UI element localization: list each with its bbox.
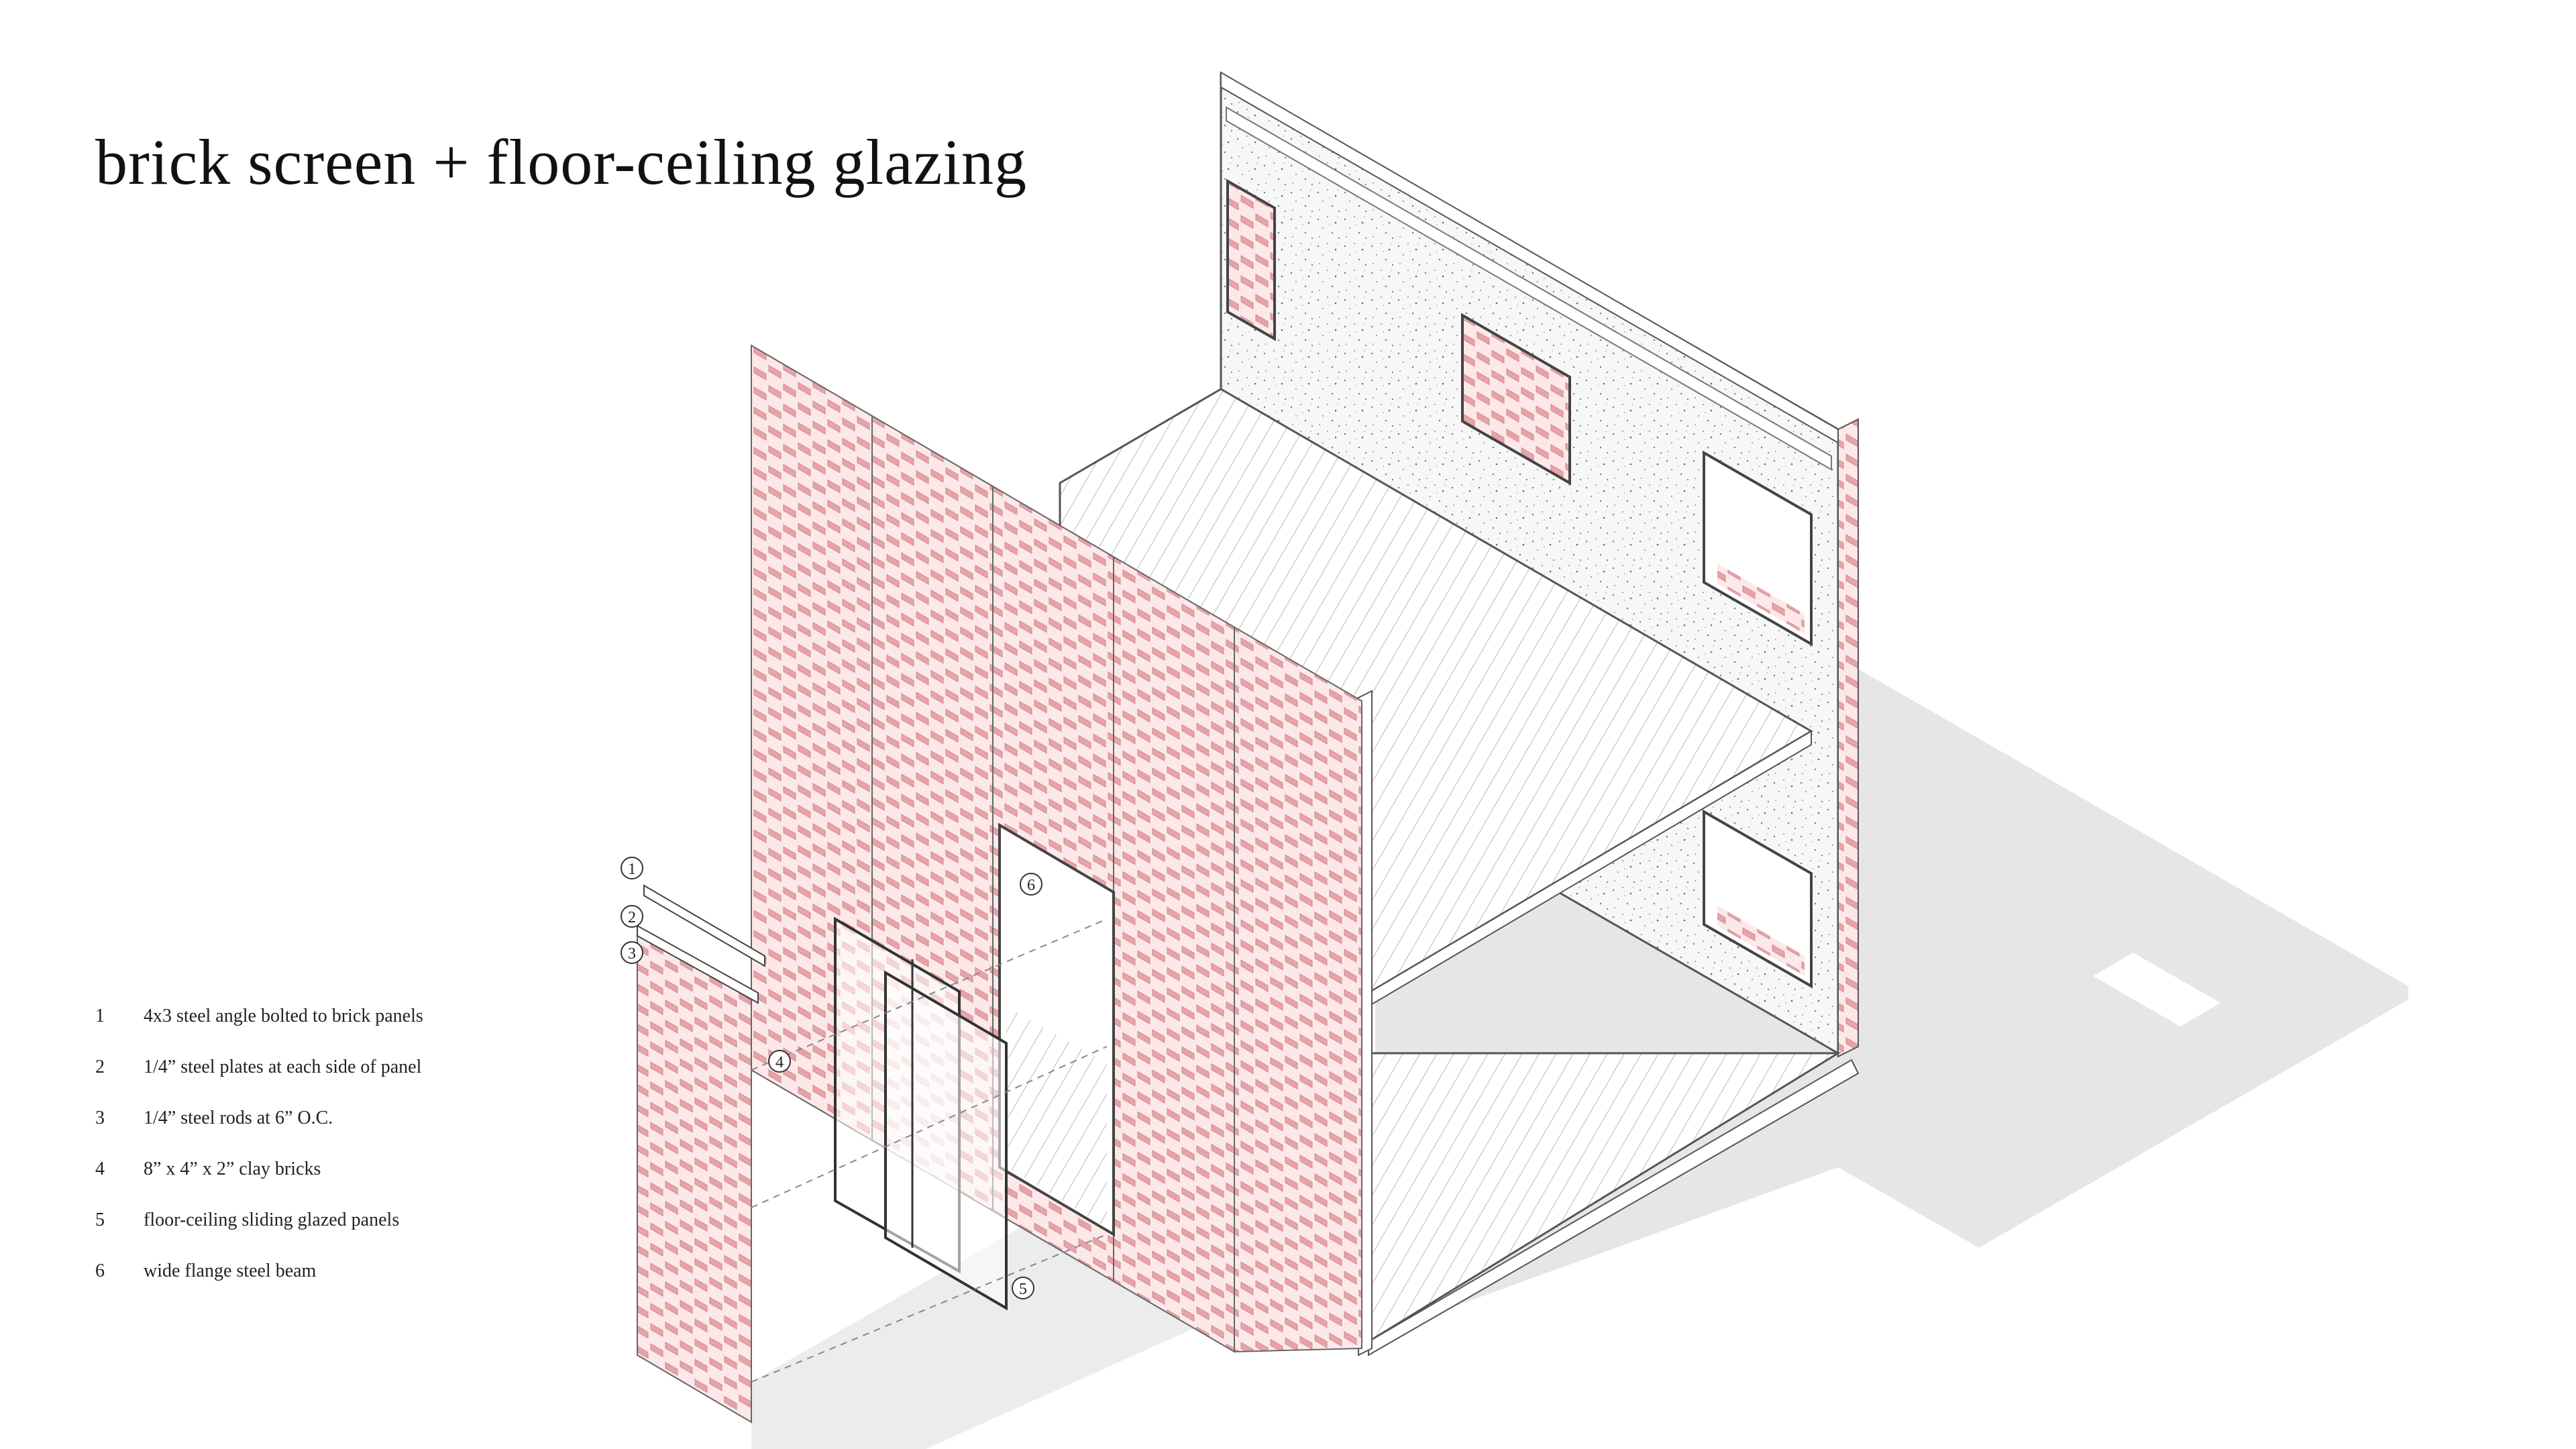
legend-item: 2 1/4” steel plates at each side of pane… [95, 1054, 471, 1081]
legend-number: 4 [95, 1159, 105, 1179]
legend-text: 1/4” steel rods at 6” O.C. [144, 1108, 333, 1128]
legend-item: 1 4x3 steel angle bolted to brick panels [95, 1003, 471, 1030]
window-4-sill [1717, 906, 1805, 976]
detail-steel-plate [637, 924, 759, 1004]
detail-brick-panel [637, 931, 752, 1424]
shadow-opening [2093, 953, 2220, 1026]
callout-6-label: 6 [1027, 877, 1035, 894]
legend-text: floor-ceiling sliding glazed panels [144, 1210, 400, 1230]
callout-4-label: 4 [775, 1054, 784, 1071]
legend-item: 5 floor-ceiling sliding glazed panels [95, 1207, 471, 1234]
legend-number: 3 [95, 1108, 105, 1128]
callout-3: 3 [621, 941, 643, 964]
callout-2: 2 [621, 905, 643, 928]
legend-text: wide flange steel beam [144, 1260, 317, 1281]
callout-6: 6 [1020, 873, 1042, 896]
brick-screen-panel-5 [1234, 626, 1362, 1353]
window-1 [1226, 178, 1276, 341]
wall-coping-top [1226, 106, 1832, 471]
glazed-panel-2 [884, 970, 1008, 1311]
legend-number: 1 [95, 1006, 105, 1026]
callout-5: 5 [1012, 1277, 1034, 1299]
detail-steel-angle [643, 884, 765, 967]
wall-brick-edge [1837, 418, 1859, 1058]
legend: 1 4x3 steel angle bolted to brick panels… [95, 1003, 471, 1309]
legend-item: 6 wide flange steel beam [95, 1258, 471, 1285]
page-title: brick screen + floor-ceiling glazing [95, 126, 1027, 199]
callout-4: 4 [768, 1050, 791, 1073]
projection-lines [751, 918, 1108, 1383]
callout-3-label: 3 [628, 945, 636, 963]
legend-number: 2 [95, 1057, 105, 1077]
window-3 [1703, 450, 1813, 647]
opening-floor [1006, 1006, 1107, 1228]
legend-text: 1/4” steel plates at each side of panel [144, 1057, 422, 1077]
callout-1-label: 1 [628, 861, 636, 878]
callout-5-label: 5 [1019, 1281, 1027, 1298]
window-3-sill [1717, 564, 1805, 634]
callout-2-label: 2 [628, 909, 636, 926]
legend-item: 4 8” x 4” x 2” clay bricks [95, 1156, 471, 1183]
window-4 [1703, 809, 1813, 989]
window-2 [1461, 313, 1571, 486]
legend-text: 4x3 steel angle bolted to brick panels [144, 1006, 423, 1026]
legend-item: 3 1/4” steel rods at 6” O.C. [95, 1105, 471, 1132]
legend-text: 8” x 4” x 2” clay bricks [144, 1159, 321, 1179]
legend-number: 6 [95, 1260, 105, 1281]
callout-1: 1 [621, 857, 643, 879]
legend-number: 5 [95, 1210, 105, 1230]
brick-screen-panel-4 [1113, 555, 1235, 1353]
ground-shadow-front [751, 1228, 1194, 1449]
